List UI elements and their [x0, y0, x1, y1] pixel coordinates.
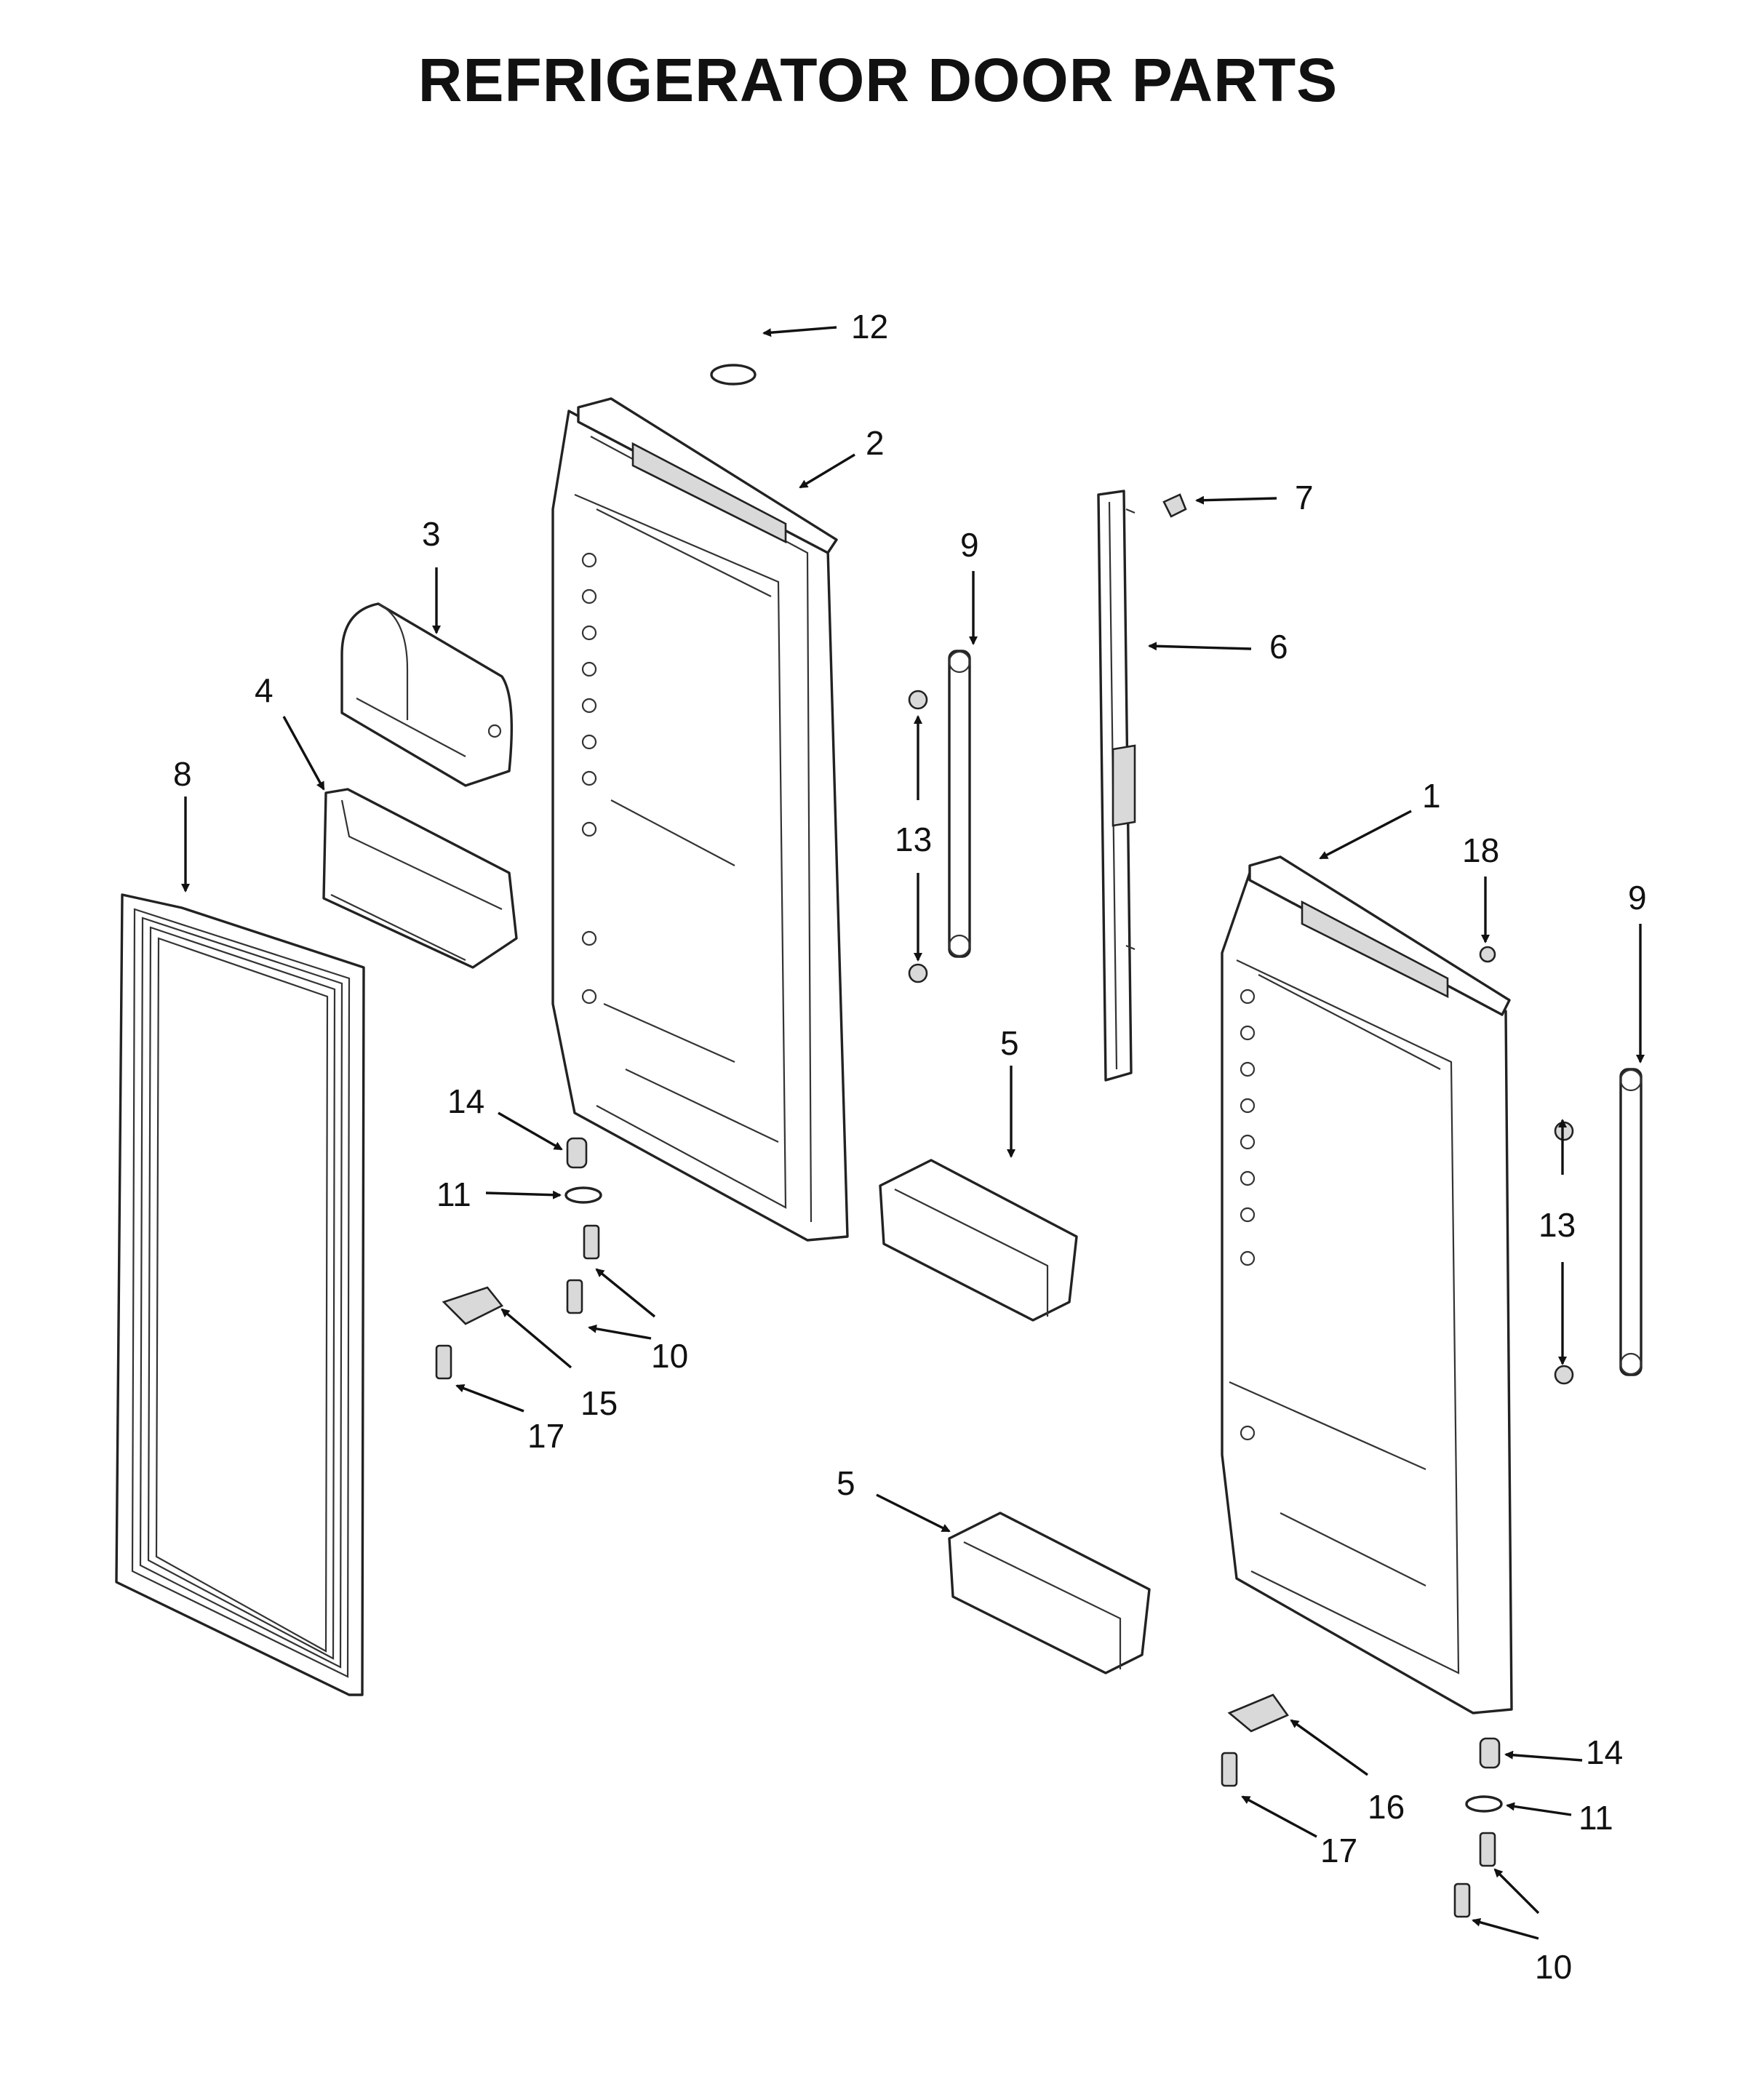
right-hinge-hardware-part — [1221, 946, 1503, 1918]
diagram-title: REFRIGERATOR DOOR PARTS — [418, 46, 1338, 114]
callout-12: 12 — [851, 308, 888, 346]
door-bin-lower-part — [948, 1512, 1151, 1674]
callout-17-right: 17 — [1320, 1832, 1357, 1869]
center-mullion-part — [1097, 490, 1136, 1082]
callout-6: 6 — [1269, 628, 1288, 666]
cap-screw-part — [1162, 493, 1187, 518]
callout-3: 3 — [422, 515, 441, 553]
callout-9-left: 9 — [960, 526, 979, 564]
door-gasket-part — [115, 893, 365, 1696]
callout-2: 2 — [866, 424, 885, 462]
callout-18: 18 — [1462, 831, 1499, 869]
callout-14-right: 14 — [1586, 1733, 1623, 1771]
callout-15: 15 — [580, 1384, 618, 1422]
callout-leaders — [181, 326, 1645, 1940]
callout-labels: 12 2 3 4 8 7 6 9 13 1 18 9 13 5 5 14 11 … — [173, 308, 1647, 1986]
left-hinge-hardware-part — [435, 1137, 602, 1380]
callout-1: 1 — [1422, 777, 1441, 815]
dairy-cover-part — [340, 602, 514, 787]
right-door-liner-part — [1221, 855, 1513, 1714]
callout-11-right: 11 — [1579, 1799, 1613, 1837]
gasket-seal-part — [710, 364, 757, 386]
callout-10-left: 10 — [651, 1337, 688, 1375]
callout-11-left: 11 — [436, 1175, 471, 1213]
callout-5-upper: 5 — [1000, 1024, 1019, 1062]
left-door-handle-part — [908, 650, 971, 983]
callout-14-left: 14 — [447, 1082, 484, 1120]
callout-10-right: 10 — [1535, 1948, 1572, 1986]
callout-8: 8 — [173, 755, 192, 793]
door-bin-upper-part — [879, 1159, 1078, 1322]
callout-9-right: 9 — [1628, 879, 1647, 917]
callout-7: 7 — [1295, 479, 1314, 516]
callout-13-left: 13 — [895, 821, 932, 858]
door-bin-part — [322, 788, 518, 969]
callout-5-lower: 5 — [837, 1464, 855, 1502]
right-door-handle-part — [1554, 1068, 1643, 1385]
left-door-liner-part — [551, 397, 849, 1242]
callout-13-right: 13 — [1539, 1206, 1576, 1244]
callout-17-left: 17 — [527, 1417, 564, 1455]
callout-4: 4 — [255, 671, 274, 709]
callout-16: 16 — [1368, 1788, 1405, 1826]
